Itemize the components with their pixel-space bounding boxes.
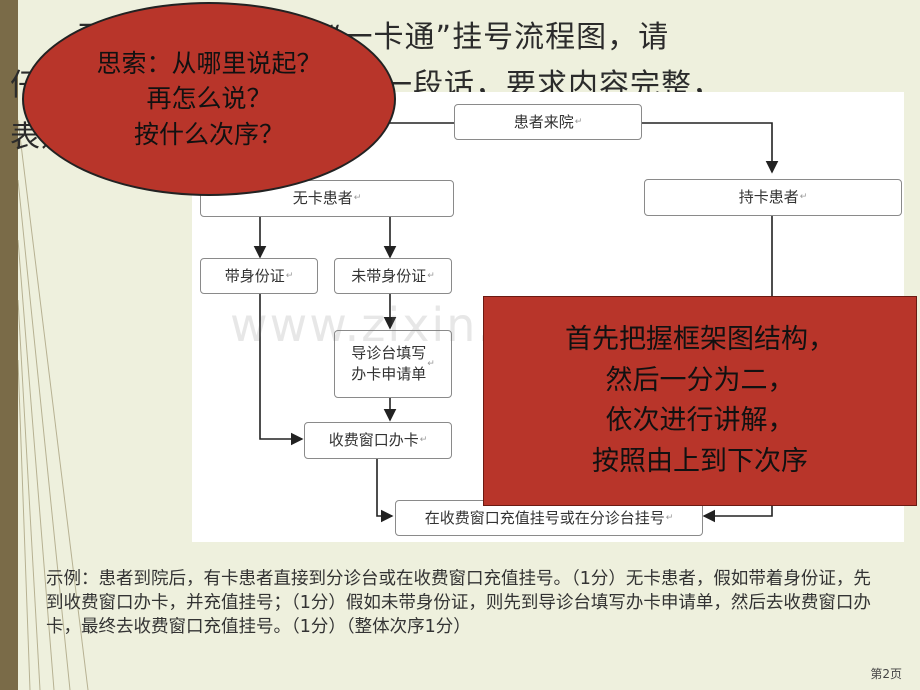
paragraph-mark: ↵: [427, 270, 435, 281]
node-label: 患者来院: [513, 112, 574, 131]
paragraph-mark: ↵: [285, 270, 294, 281]
node-label: 带身份证: [224, 266, 285, 285]
node-label: 持卡患者: [738, 188, 799, 206]
example-answer: 示例：患者到院后，有卡患者直接到分诊台或在收费窗口充值挂号。（1分）无卡患者，假…: [46, 569, 871, 637]
node-patient-arrives: 患者来院↵: [454, 104, 642, 140]
paragraph-mark: ↵: [419, 435, 428, 446]
paragraph-mark: ↵: [665, 512, 674, 523]
node-label: 导诊台填写 办卡申请单: [351, 344, 427, 383]
node-card-office: 收费窗口办卡↵: [304, 422, 452, 459]
thinking-oval: 思索：从哪里说起？ 再怎么说？ 按什么次序？: [22, 2, 396, 196]
node-with-id: 带身份证↵: [200, 258, 318, 294]
oval-line-2: 再怎么说？: [146, 84, 272, 114]
node-no-card-patient: 无卡患者↵: [200, 180, 454, 217]
oval-line-3: 按什么次序？: [133, 119, 284, 149]
page-number: 第2页: [870, 667, 902, 681]
node-guide-desk-form: 导诊台填写 办卡申请单↵: [334, 330, 452, 398]
callout-line-1: 首先把握框架图结构，: [565, 324, 835, 355]
node-label: 未带身份证: [351, 266, 427, 285]
paragraph-mark: ↵: [427, 358, 435, 369]
node-without-id: 未带身份证↵: [334, 258, 452, 294]
paragraph-mark: ↵: [799, 192, 808, 203]
node-label: 无卡患者: [292, 189, 353, 207]
paragraph-mark: ↵: [574, 116, 583, 127]
node-card-patient: 持卡患者↵: [644, 179, 902, 216]
oval-line-1: 思索：从哪里说起？: [96, 48, 322, 78]
callout-line-4: 按照由上到下次序: [592, 445, 808, 477]
callout-line-3: 依次进行讲解，: [605, 405, 795, 436]
node-label: 在收费窗口充值挂号或在分诊台挂号: [424, 508, 665, 527]
decorative-lines: [17, 119, 89, 690]
connector-card-office-to-final: [376, 458, 394, 523]
node-label: 收费窗口办卡: [328, 431, 419, 449]
connector-with-id-to-card-office: [259, 292, 304, 446]
paragraph-mark: ↵: [353, 193, 362, 204]
method-callout: 首先把握框架图结构， 然后一分为二， 依次进行讲解， 按照由上到下次序: [483, 296, 917, 506]
connector-to-card: [642, 122, 779, 174]
left-decor-strip: [0, 0, 18, 690]
callout-line-2: 然后一分为二，: [605, 364, 795, 396]
